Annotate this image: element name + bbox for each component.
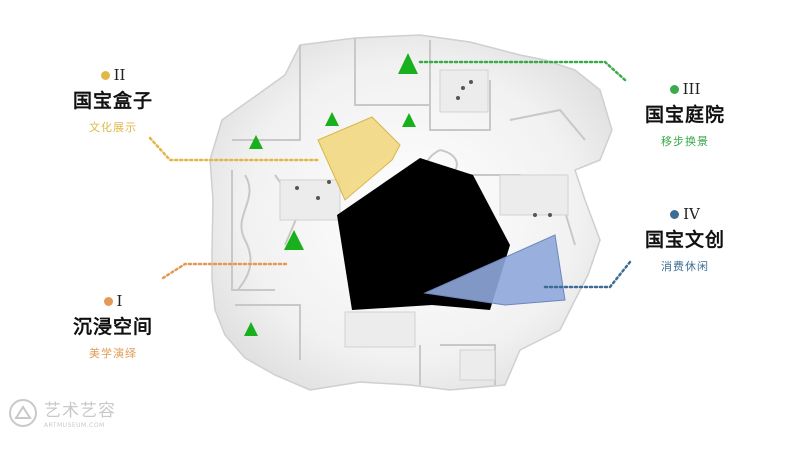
zone-iii-dot: [669, 84, 679, 94]
central-core: [337, 158, 510, 310]
watermark-text: 艺术艺容: [44, 401, 116, 421]
zone-label-i: I 沉浸空间 美学演绎: [58, 292, 168, 361]
interior-walls: [231, 38, 586, 385]
tree-marker: [244, 322, 258, 336]
zone-i-subtitle: 美学演绎: [89, 347, 137, 360]
zone-ii-dot: [100, 70, 110, 80]
leader-lines: [148, 60, 632, 289]
zone-ii-title: 国宝盒子: [72, 90, 153, 112]
box-zone-area: [317, 116, 401, 201]
zone-ii-numeral: II: [113, 66, 126, 84]
zone-iii-numeral: III: [682, 80, 701, 98]
furniture-dots: [295, 80, 552, 217]
museum-seal-icon: [9, 398, 37, 427]
zone-label-ii: II 国宝盒子 文化展示: [58, 66, 168, 135]
tree-marker: [284, 230, 304, 250]
tree-marker: [402, 113, 416, 127]
zone-iv-dot: [670, 209, 680, 219]
zone-i-title: 沉浸空间: [72, 316, 153, 338]
zone-iv-numeral: IV: [683, 205, 700, 223]
zone-iv-title: 国宝文创: [644, 229, 725, 251]
watermark-sub: ARTMUSEUM.COM: [44, 422, 105, 429]
zone-label-iv: IV 国宝文创 消费休闲: [630, 205, 740, 274]
tree-marker: [249, 135, 263, 149]
watermark: 艺术艺容 ARTMUSEUM.COM: [8, 396, 116, 429]
rooms: [279, 69, 569, 381]
tree-marker: [398, 53, 418, 74]
tree-markers: [244, 53, 418, 336]
shop-zone-area: [423, 234, 566, 306]
zone-iii-title: 国宝庭院: [644, 104, 725, 126]
zone-ii-subtitle: 文化展示: [89, 121, 137, 134]
zone-iii-subtitle: 移步换景: [661, 135, 709, 148]
zone-i-numeral: I: [116, 292, 123, 310]
zone-label-iii: III 国宝庭院 移步换景: [630, 80, 740, 149]
leader-line-iv: [543, 260, 632, 289]
leader-line-iii: [418, 60, 627, 82]
leader-line-ii: [148, 136, 320, 162]
tree-marker: [325, 112, 339, 126]
zone-iv-subtitle: 消费休闲: [661, 260, 709, 273]
leader-line-i: [161, 262, 290, 280]
zone-i-dot: [103, 296, 113, 306]
